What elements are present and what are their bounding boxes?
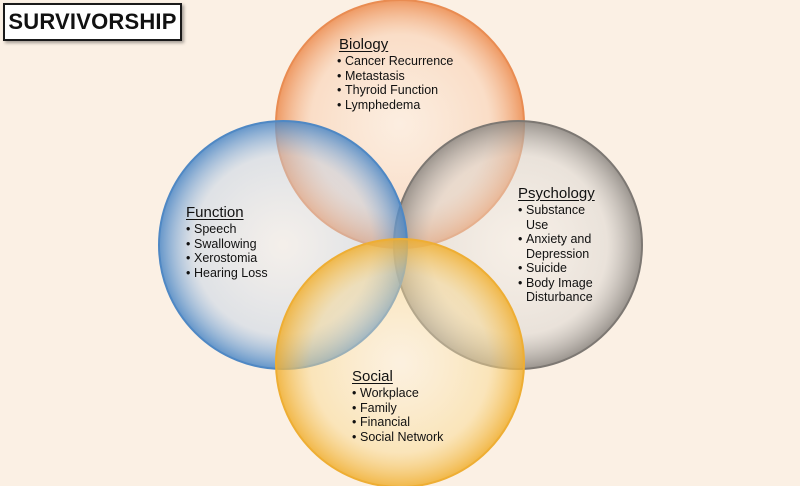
social-circle bbox=[275, 238, 525, 486]
list-item: Body Image Disturbance bbox=[518, 276, 608, 305]
list-item: Xerostomia bbox=[186, 251, 306, 266]
list-item: Cancer Recurrence bbox=[337, 54, 477, 69]
function-list: Speech Swallowing Xerostomia Hearing Los… bbox=[186, 222, 306, 280]
list-item: Hearing Loss bbox=[186, 266, 306, 281]
list-item: Substance Use bbox=[518, 203, 608, 232]
list-item: Lymphedema bbox=[337, 98, 477, 113]
social-heading: Social bbox=[352, 368, 393, 385]
list-item: Suicide bbox=[518, 261, 608, 276]
biology-heading: Biology bbox=[339, 36, 389, 53]
list-item: Thyroid Function bbox=[337, 83, 477, 98]
list-item: Financial bbox=[352, 415, 492, 430]
biology-group: Biology Cancer Recurrence Metastasis Thy… bbox=[337, 36, 477, 112]
social-group: Social Workplace Family Financial Social… bbox=[352, 368, 492, 444]
list-item: Metastasis bbox=[337, 69, 477, 84]
page-title: SURVIVORSHIP bbox=[8, 9, 177, 34]
psychology-group: Psychology Substance Use Anxiety and Dep… bbox=[518, 185, 608, 305]
list-item: Workplace bbox=[352, 386, 492, 401]
list-item: Swallowing bbox=[186, 237, 306, 252]
function-group: Function Speech Swallowing Xerostomia He… bbox=[186, 204, 306, 280]
social-list: Workplace Family Financial Social Networ… bbox=[352, 386, 492, 444]
psychology-list: Substance Use Anxiety and Depression Sui… bbox=[518, 203, 608, 305]
list-item: Anxiety and Depression bbox=[518, 232, 608, 261]
list-item: Family bbox=[352, 401, 492, 416]
list-item: Speech bbox=[186, 222, 306, 237]
function-heading: Function bbox=[186, 204, 244, 221]
title-box: SURVIVORSHIP bbox=[3, 3, 182, 41]
biology-list: Cancer Recurrence Metastasis Thyroid Fun… bbox=[337, 54, 477, 112]
psychology-heading: Psychology bbox=[518, 185, 595, 202]
list-item: Social Network bbox=[352, 430, 492, 445]
